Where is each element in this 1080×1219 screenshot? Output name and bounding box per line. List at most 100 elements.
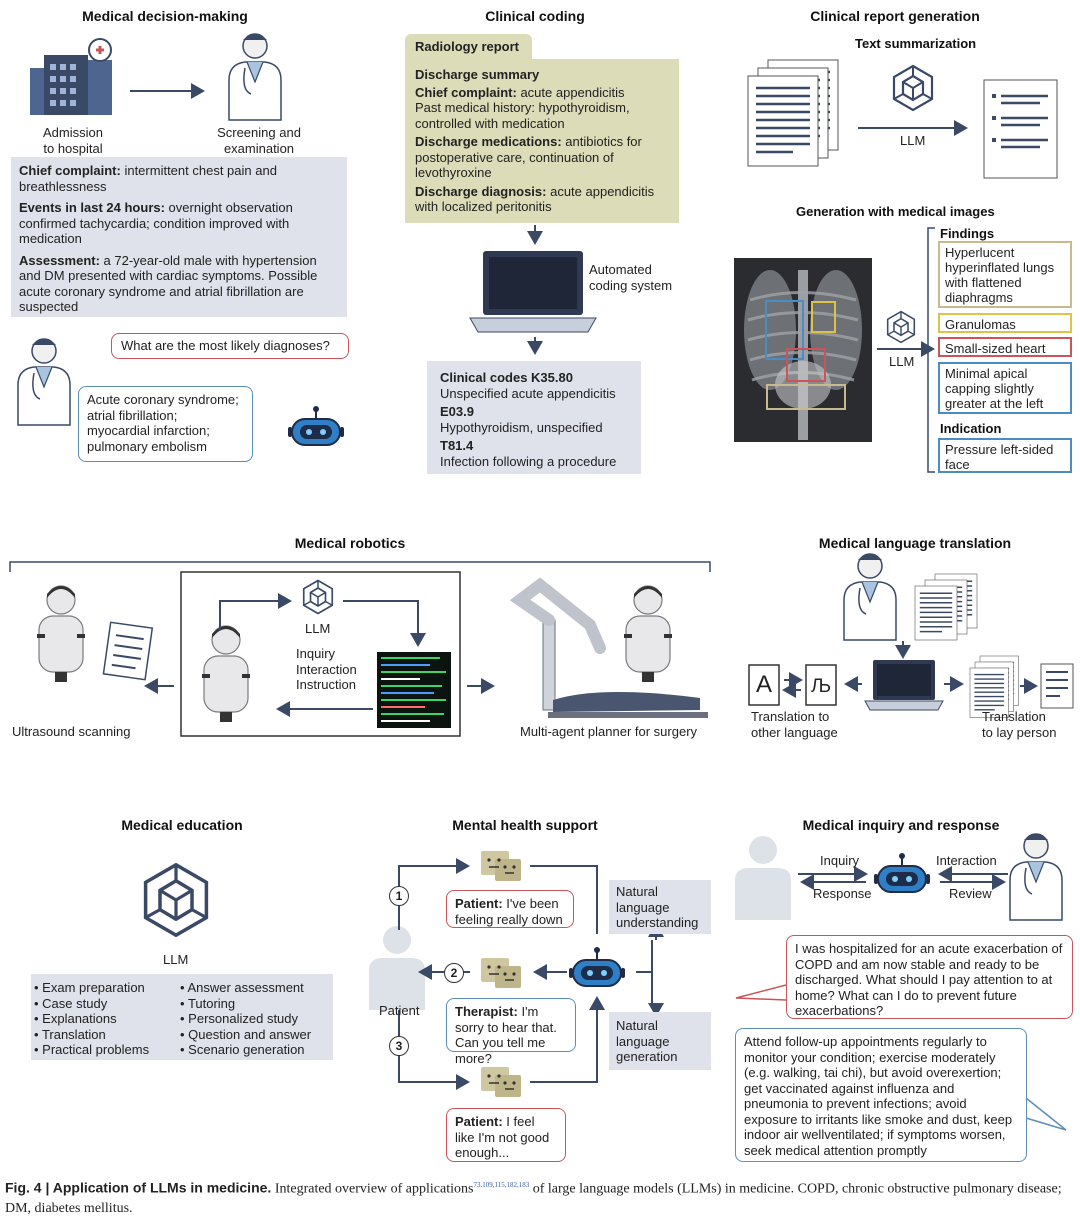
code-e03-desc: Hypothyroidism, unspecified — [440, 419, 603, 435]
step-badge-2: 2 — [444, 963, 464, 983]
coding-system-label: Automated coding system — [589, 262, 673, 293]
figure-caption: Fig. 4 | Application of LLMs in medicine… — [5, 1179, 1062, 1216]
list-item: Question and answer — [180, 1027, 311, 1043]
document-icon — [746, 74, 820, 168]
nlu-label: Natural language understanding — [616, 884, 699, 930]
chief-complaint: Chief complaint: intermittent chest pain… — [19, 163, 277, 194]
lay-document-icon — [1040, 663, 1074, 709]
target-language-card — [805, 664, 837, 706]
section-title-education: Medical education — [121, 817, 243, 833]
robot-icon — [873, 852, 931, 893]
indication-title: Indication — [940, 421, 1002, 436]
finding-apical: Minimal apical capping slightly greater … — [938, 362, 1072, 414]
review-label: Review — [949, 886, 992, 901]
question-bubble: What are the most likely diagnoses? — [111, 333, 349, 359]
section-title-decision: Medical decision-making — [82, 8, 248, 24]
discharge-medications: Discharge medications: antibiotics for p… — [415, 134, 642, 180]
images-title: Generation with medical images — [796, 204, 995, 219]
section-title-translation: Medical language translation — [818, 535, 1012, 551]
inquiry-label: Inquiry — [820, 853, 860, 868]
section-title-robotics: Medical robotics — [294, 535, 406, 551]
planner-label: Multi-agent planner for surgery — [520, 724, 698, 739]
patient-question-bubble: I was hospitalized for an acute exacerba… — [786, 935, 1073, 1019]
code-t81-desc: Infection following a procedure — [440, 453, 617, 469]
llm-logo-icon — [892, 64, 934, 112]
robot-icon — [36, 585, 86, 683]
section-title-coding: Clinical coding — [485, 8, 585, 24]
patient-message-1: Patient: I've been feeling really down — [446, 890, 574, 928]
step-badge-3: 3 — [389, 1036, 409, 1056]
list-item: Explanations — [34, 1011, 149, 1027]
laptop-icon — [864, 660, 944, 711]
section-title-report: Clinical report generation — [810, 8, 980, 24]
hospital-icon — [30, 38, 112, 115]
chat-face-icon — [480, 957, 522, 989]
therapist-message: Therapist: I'm sorry to hear that. Can y… — [446, 998, 576, 1066]
clipboard-icon — [102, 621, 154, 681]
nlg-panel — [609, 1012, 711, 1070]
llm-logo-icon — [886, 310, 916, 344]
patient-icon — [735, 836, 791, 920]
education-list-2: Answer assessment Tutoring Personalized … — [180, 980, 311, 1058]
doctor-icon — [228, 33, 282, 121]
source-language-card — [748, 664, 780, 706]
list-item: Practical problems — [34, 1042, 149, 1058]
robot-icon — [568, 946, 626, 987]
list-item: Translation — [34, 1027, 149, 1043]
list-item: Scenario generation — [180, 1042, 311, 1058]
interaction-label: Interaction — [936, 853, 997, 868]
education-list-1: Exam preparation Case study Explanations… — [34, 980, 149, 1058]
doctor-icon — [843, 553, 897, 641]
findings-bracket — [927, 227, 935, 473]
code-e03: E03.9 — [440, 404, 474, 419]
robot-icon — [623, 585, 673, 683]
bubble-tail — [1025, 1097, 1067, 1131]
llm-answer-bubble: Attend follow-up appointments regularly … — [735, 1028, 1027, 1162]
lay-person-label: Translation to lay person — [982, 709, 1057, 740]
nlg-label: Natural language generation — [616, 1018, 678, 1064]
code-k35: Clinical codes K35.80 — [440, 370, 573, 385]
events-24h: Events in last 24 hours: overnight obser… — [19, 200, 293, 246]
step-arrow — [398, 858, 470, 930]
list-item: Case study — [34, 996, 149, 1012]
response-label: Response — [813, 886, 872, 901]
ultrasound-label: Ultrasound scanning — [12, 724, 131, 739]
finding-heart: Small-sized heart — [938, 337, 1072, 357]
patient-summary-panel: Chief complaint: intermittent chest pain… — [11, 157, 347, 317]
answer-bubble: Acute coronary syndrome; atrial fibrilla… — [78, 386, 253, 462]
doctor-icon — [17, 338, 71, 426]
discharge-summary-panel: Discharge summary Chief complaint: acute… — [405, 59, 679, 223]
code-t81: T81.4 — [440, 438, 474, 453]
medical-history: Past medical history: hypothyroidism, co… — [415, 100, 630, 131]
screening-label: Screening and examination — [217, 125, 301, 156]
summarization-title: Text summarization — [855, 36, 977, 51]
radiology-report-tab: Radiology report — [405, 34, 532, 59]
nlu-panel — [609, 880, 711, 934]
discharge-summary-title: Discharge summary — [415, 67, 540, 82]
step-arrow — [530, 996, 605, 1083]
chest-xray-image — [734, 258, 872, 442]
robot-actions-label: Inquiry Interaction Instruction — [296, 646, 357, 692]
surgery-robot-icon — [509, 577, 708, 718]
code-screen-icon — [377, 652, 451, 728]
finding-granulomas: Granulomas — [938, 313, 1072, 333]
source-glyph: A — [755, 671, 772, 698]
admission-label: Admission to hospital — [43, 125, 103, 156]
list-item: Exam preparation — [34, 980, 149, 996]
clinical-codes-panel: Clinical codes K35.80 Unspecified acute … — [427, 361, 641, 474]
coding-chief-complaint: Chief complaint: acute appendicitis — [415, 84, 625, 100]
step-badge-1: 1 — [389, 886, 409, 906]
indication-face: Pressure left-sided face — [938, 438, 1072, 473]
robot-icon — [287, 405, 345, 446]
assessment: Assessment: a 72-year-old male with hype… — [19, 252, 318, 315]
chat-face-icon — [480, 850, 522, 882]
target-glyph: Љ — [810, 676, 832, 697]
step-arrow — [398, 1010, 470, 1090]
llm-label: LLM — [889, 354, 915, 369]
step-arrow — [530, 865, 598, 934]
list-item: Personalized study — [180, 1011, 311, 1027]
section-title-inquiry: Medical inquiry and response — [802, 817, 1000, 833]
llm-label: LLM — [900, 133, 926, 148]
llm-label: LLM — [305, 621, 331, 636]
discharge-diagnosis: Discharge diagnosis: acute appendicitis … — [415, 183, 655, 215]
